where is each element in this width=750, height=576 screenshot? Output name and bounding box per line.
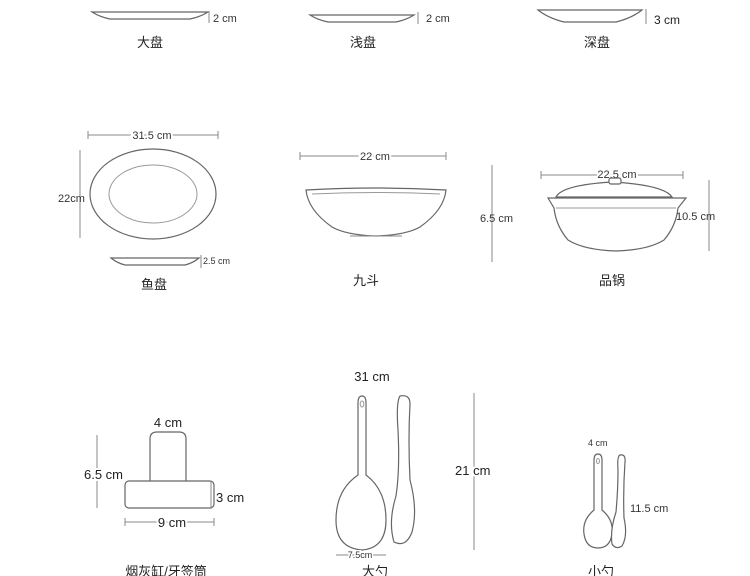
pot-width-label: 22.5 cm xyxy=(597,169,636,181)
pot-lid-knob xyxy=(608,177,622,185)
large-plate-name: 大盘 xyxy=(137,35,163,50)
pot-name: 品锅 xyxy=(599,273,625,288)
ashtray-holder-height-label: 6.5 cm xyxy=(84,467,123,482)
small-spoon-length-label: 11.5 cm xyxy=(630,503,668,515)
big-spoon-height-label: 21 cm xyxy=(455,463,490,478)
fish-plate-width-label: 31.5 cm xyxy=(132,130,171,142)
big-spoon-length-label: 31 cm xyxy=(354,369,389,384)
shallow-plate-name: 浅盘 xyxy=(350,35,376,50)
bowl-group: 22 cm 九斗 xyxy=(299,149,447,288)
big-spoon-side-view xyxy=(390,395,416,545)
big-spoon-group: 31 cm 7.5cm 大勺 xyxy=(335,369,416,576)
bowl-height-label: 6.5 cm xyxy=(480,213,513,225)
ashtray-top-width-label: 4 cm xyxy=(154,415,182,430)
fish-plate-top-view xyxy=(89,148,217,240)
fish-plate-side-view xyxy=(109,257,201,266)
pot-height-label: 10.5 cm xyxy=(676,211,715,223)
ashtray-holder xyxy=(149,431,187,485)
big-spoon-height-dim: 21 cm xyxy=(453,393,492,550)
deep-plate-group: 3 cm 深盘 xyxy=(536,9,680,50)
bowl-drawing xyxy=(305,187,447,237)
ashtray-group: 4 cm 6.5 cm 3 cm 9 cm 烟灰缸/牙签筒 xyxy=(82,415,244,576)
shallow-plate-group: 2 cm 浅盘 xyxy=(307,12,450,50)
large-plate-group: 2 cm 大盘 xyxy=(89,11,237,50)
fish-plate-group: 31.5 cm 22cm 2.5 cm 鱼盘 xyxy=(58,128,230,292)
ashtray-base xyxy=(124,480,215,509)
fish-plate-name: 鱼盘 xyxy=(141,277,167,292)
small-spoon-name: 小勺 xyxy=(588,564,614,576)
deep-plate-name: 深盘 xyxy=(584,35,610,50)
pot-body xyxy=(546,197,688,252)
ashtray-base-width-label: 9 cm xyxy=(158,515,186,530)
big-spoon-bowl-width-label: 7.5cm xyxy=(348,550,373,560)
large-plate-height-label: 2 cm xyxy=(213,13,237,25)
big-spoon-name: 大勺 xyxy=(362,564,388,576)
small-spoon-width-label: 4 cm xyxy=(588,438,608,448)
deep-plate-height-label: 3 cm xyxy=(654,13,680,27)
ashtray-name: 烟灰缸/牙签筒 xyxy=(125,564,207,576)
shallow-plate-drawing xyxy=(307,14,417,23)
pot-group: 22.5 cm 10.5 cm 品锅 xyxy=(540,167,715,288)
bowl-height-dim: 6.5 cm xyxy=(480,165,513,262)
bowl-width-label: 22 cm xyxy=(360,151,390,163)
deep-plate-drawing xyxy=(536,9,644,23)
small-spoon-front-view xyxy=(583,453,613,549)
bowl-name: 九斗 xyxy=(353,273,379,288)
small-spoon-side-view xyxy=(610,454,627,549)
ashtray-base-height-label: 3 cm xyxy=(216,490,244,505)
fish-plate-height-label: 2.5 cm xyxy=(203,256,230,266)
fish-plate-inner-well xyxy=(108,164,198,224)
big-spoon-front-view xyxy=(335,395,387,551)
small-spoon-group: 4 cm 11.5 cm 小勺 xyxy=(583,438,668,576)
fish-plate-depth-label: 22cm xyxy=(58,193,85,205)
shallow-plate-height-label: 2 cm xyxy=(426,13,450,25)
large-plate-drawing xyxy=(89,11,211,20)
